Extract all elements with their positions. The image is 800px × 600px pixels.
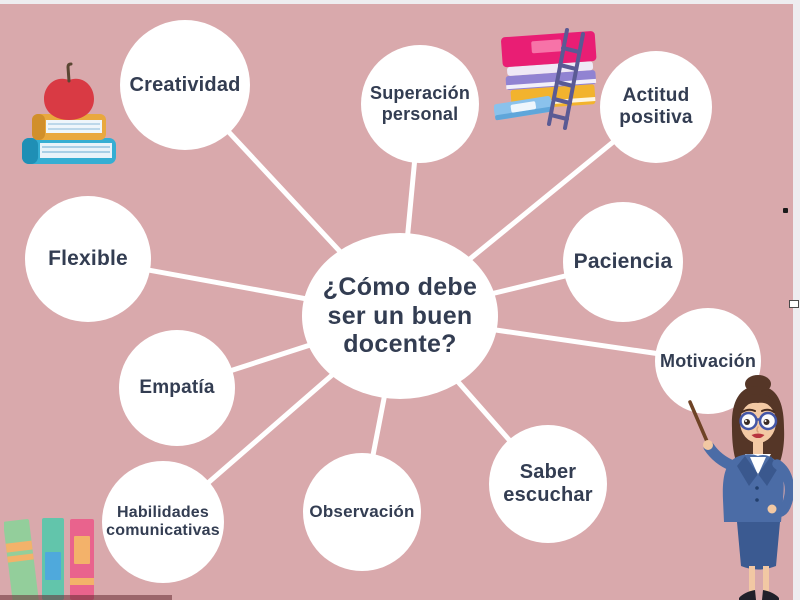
node-creatividad: Creatividad bbox=[120, 20, 250, 150]
node-label: Flexible bbox=[48, 246, 128, 270]
node-flexible: Flexible bbox=[25, 196, 151, 322]
node-empatia: Empatía bbox=[119, 330, 235, 446]
bookshelf-spines-illustration bbox=[4, 518, 94, 600]
node-label: Paciencia bbox=[573, 249, 673, 273]
node-paciencia: Paciencia bbox=[563, 202, 683, 322]
node-saber-escuchar: Saber escuchar bbox=[489, 425, 607, 543]
node-actitud-positiva: Actitud positiva bbox=[600, 51, 712, 163]
ui-square-handle bbox=[789, 300, 799, 308]
node-label: Actitud positiva bbox=[619, 85, 693, 128]
apple-on-books-illustration bbox=[22, 62, 116, 164]
book-stack-with-ladder-illustration bbox=[494, 28, 597, 130]
top-edge-strip bbox=[0, 0, 800, 4]
node-label: Creatividad bbox=[129, 73, 241, 96]
node-label: Motivación bbox=[660, 350, 757, 371]
node-label: Superación personal bbox=[369, 83, 471, 124]
center-node: ¿Cómo debe ser un buen docente? bbox=[302, 233, 498, 399]
center-node-label: ¿Cómo debe ser un buen docente? bbox=[322, 273, 478, 359]
teacher-cartoon-illustration bbox=[688, 375, 795, 600]
node-observacion: Observación bbox=[303, 453, 421, 571]
node-label: Observación bbox=[309, 502, 415, 522]
node-habilidades-comunicativas: Habilidades comunicativas bbox=[102, 461, 224, 583]
shelf-edge bbox=[0, 595, 172, 600]
node-label: Empatía bbox=[139, 377, 215, 399]
node-label: Saber escuchar bbox=[503, 461, 593, 506]
node-label: Habilidades comunicativas bbox=[106, 503, 220, 539]
node-superacion-personal: Superación personal bbox=[361, 45, 479, 163]
cursor-dot bbox=[783, 208, 788, 213]
